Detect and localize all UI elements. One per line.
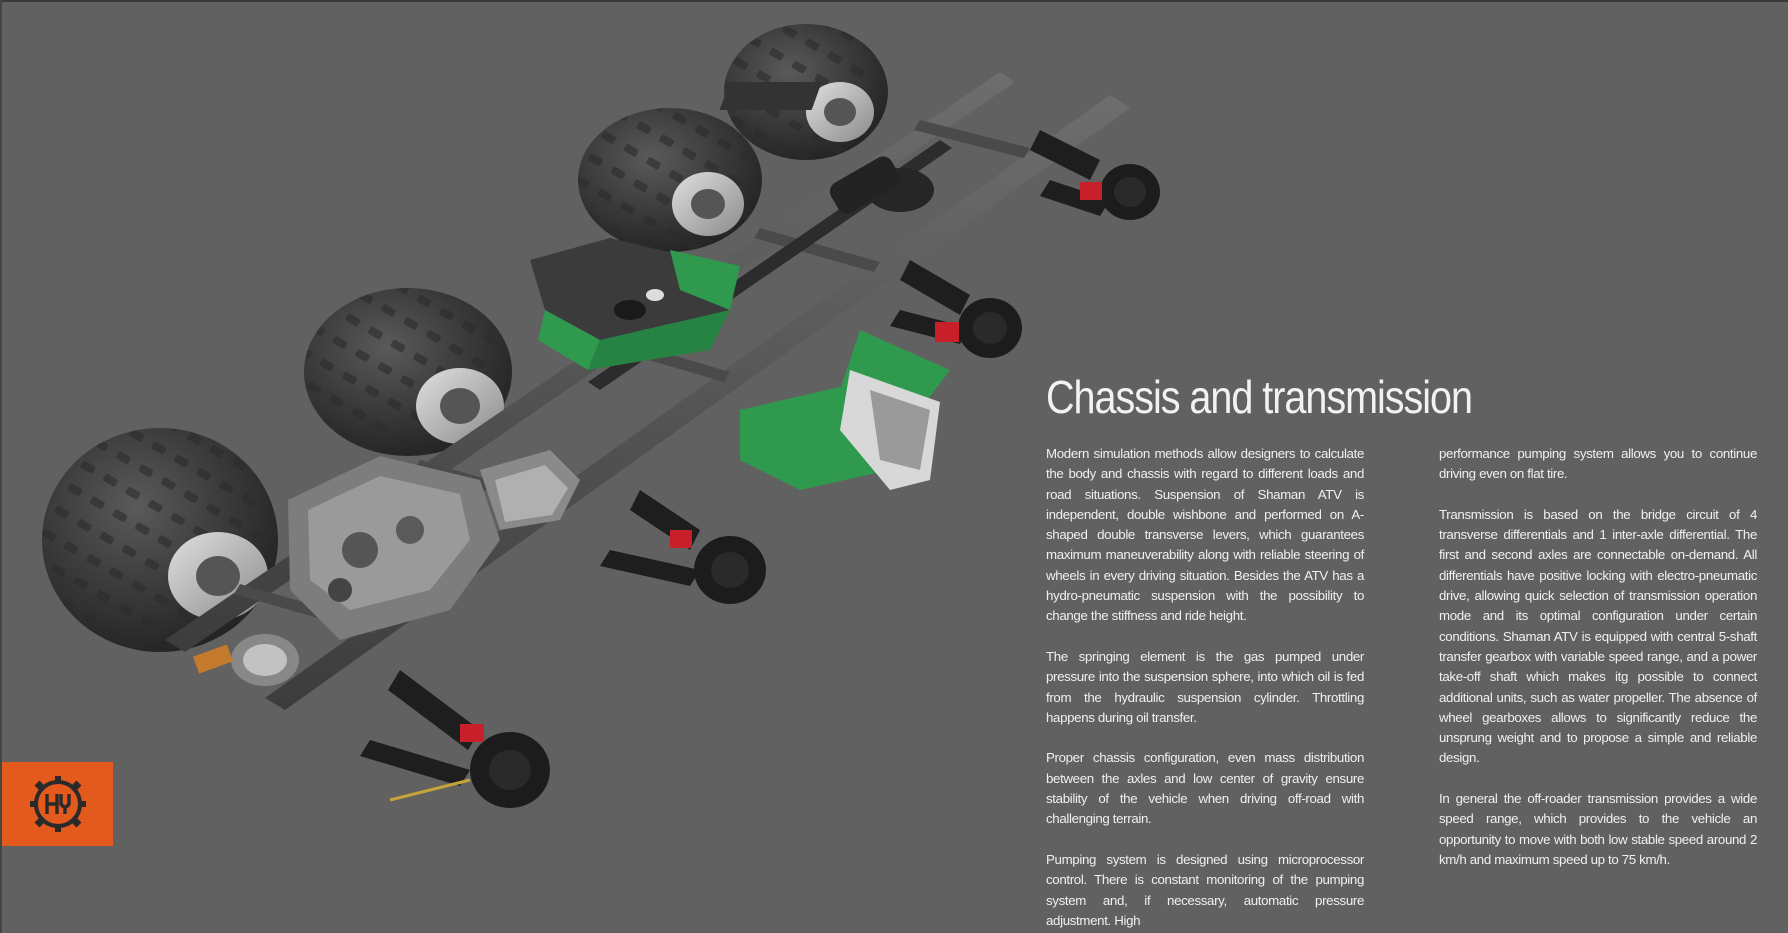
paragraph-speed-range: In general the off-roader transmission p… [1439,791,1757,867]
left-border [0,0,2,933]
front-winch [193,634,299,686]
page-title: Chassis and transmission [1046,371,1473,423]
paragraph-pumping: Pumping system is designed using micropr… [1046,851,1364,928]
paragraph-springing: The springing element is the gas pumped … [1046,648,1364,725]
paragraph-configuration: Proper chassis configuration, even mass … [1046,750,1364,827]
text-column-left: Modern simulation methods allow designer… [1046,444,1364,933]
text-column-right: performance pumping system allows you to… [1439,444,1757,891]
wheel-mid-far [578,108,762,252]
gear-emblem-icon [29,776,86,832]
fuel-tank-front [740,330,950,490]
paragraph-pumping-cont: performance pumping system allows you to… [1439,446,1757,482]
top-border [0,0,1788,2]
paragraph-suspension: Modern simulation methods allow designer… [1046,446,1364,624]
wheel-front-far1 [42,428,278,652]
engine-block [288,450,580,640]
chassis-illustration [40,10,1200,840]
brand-logo [2,762,113,846]
suspension-front1-near [360,670,550,808]
suspension-mid-near [890,260,1022,358]
wheel-front-far2 [304,288,512,456]
paragraph-transmission: Transmission is based on the bridge circ… [1439,506,1757,766]
suspension-rear-near [1030,130,1160,220]
suspension-front2-near [600,490,766,604]
muffler [719,82,822,110]
fuel-tank-rear [530,238,740,370]
